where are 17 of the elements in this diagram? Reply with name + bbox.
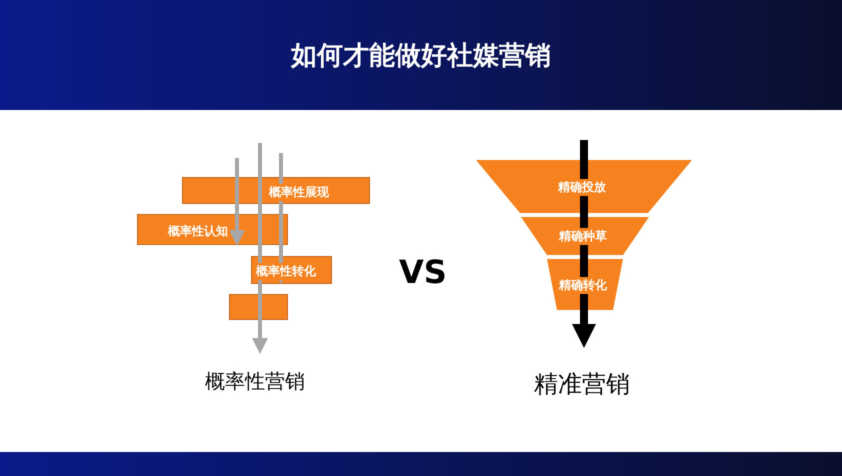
empty-bar [229,294,288,320]
bar-label: 概率性展现 [267,184,331,200]
bar-label: 精确投放 [556,178,608,196]
bar-label: 精确种草 [557,228,609,245]
funnel-segment [547,259,623,310]
funnel-segment [476,160,692,213]
funnel-segment [521,217,649,255]
bar-label: 概率性认知 [166,222,230,240]
bar-label: 概率性转化 [254,263,318,280]
versus-text: VS [399,253,447,291]
slide-title: 如何才能做好社媒营销 [290,40,552,73]
caption-text: 精准营销 [534,369,630,400]
bar-label: 精确转化 [557,276,609,294]
process-bar [182,177,370,204]
process-bar [251,256,332,284]
process-bar [137,214,288,245]
caption-text: 概率性营销 [205,368,305,395]
